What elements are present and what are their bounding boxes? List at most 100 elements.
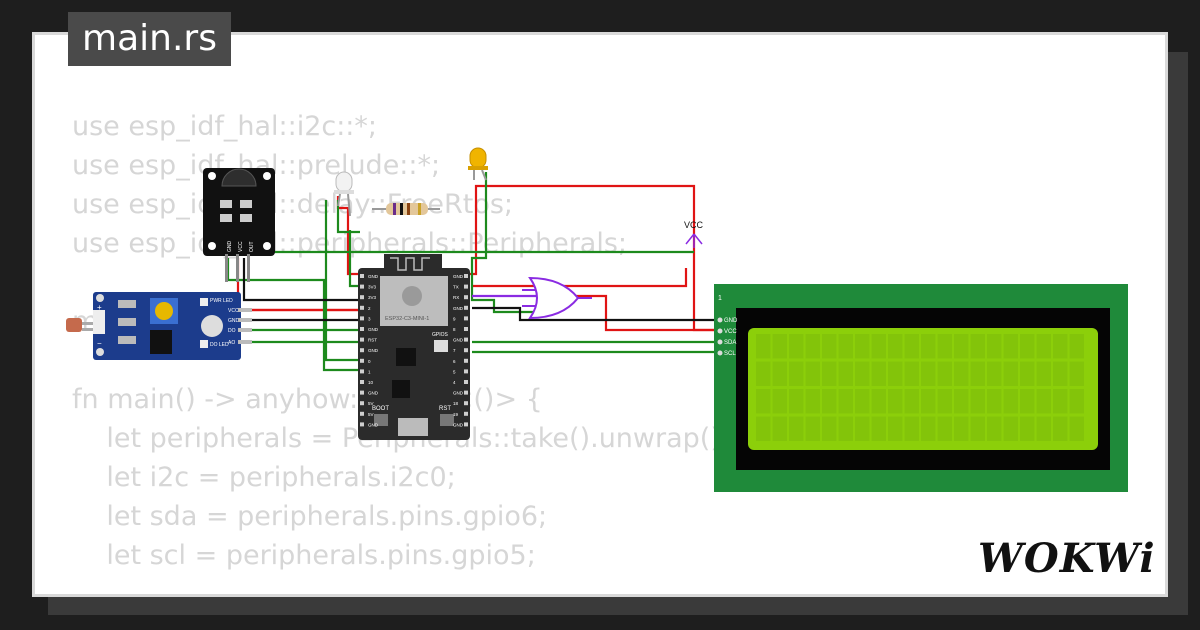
- mcu-pin[interactable]: [360, 401, 364, 406]
- led-yellow[interactable]: [468, 147, 488, 181]
- mcu-pin-label: GND: [368, 391, 379, 396]
- resistor[interactable]: [372, 203, 440, 215]
- lcd-cell: [921, 334, 936, 359]
- wire-black[interactable]: [472, 306, 722, 322]
- lcd-cell: [855, 334, 870, 359]
- lcd-cell: [855, 389, 870, 414]
- wire-green[interactable]: [470, 172, 536, 314]
- mcu-pin[interactable]: [464, 316, 468, 321]
- lcd-display[interactable]: 1 GND VCC SDA SCL: [714, 284, 1128, 492]
- or-gate[interactable]: [522, 276, 592, 320]
- wire-red[interactable]: [472, 268, 688, 288]
- lcd-cell: [987, 416, 1002, 441]
- mcu-pin-label: GND: [368, 274, 379, 279]
- mcu-pin-label: 10: [368, 380, 374, 385]
- mcu-pin-label: 5V: [368, 401, 374, 406]
- lcd-cell: [1020, 334, 1035, 359]
- wire-green[interactable]: [348, 230, 360, 288]
- mcu-pin[interactable]: [464, 380, 468, 384]
- lcd-cell: [1036, 361, 1051, 386]
- lcd-cell: [1069, 334, 1084, 359]
- mcu-pin-label: RX: [453, 295, 459, 300]
- esp32-c3-board[interactable]: ESP32-C3-MINI-1 GPIOS BOOT RST GND3V33V3…: [358, 254, 470, 440]
- mcu-pin[interactable]: [464, 411, 468, 416]
- lcd-cell: [904, 361, 919, 386]
- lcd-pin-label: GND: [724, 318, 738, 324]
- mcu-pin[interactable]: [360, 284, 364, 289]
- wire-green[interactable]: [324, 200, 360, 362]
- lcd-cell: [987, 334, 1002, 359]
- mcu-pin[interactable]: [464, 369, 468, 374]
- mcu-pin[interactable]: [464, 327, 468, 331]
- mcu-pin[interactable]: [464, 348, 468, 353]
- mcu-pin-label: GND: [453, 391, 464, 396]
- lcd-cell: [954, 416, 969, 441]
- mcu-pin[interactable]: [360, 369, 364, 374]
- lcd-cell: [871, 334, 886, 359]
- lcd-cell: [1036, 389, 1051, 414]
- svg-text:+: +: [97, 303, 102, 312]
- lcd-cell: [937, 334, 952, 359]
- mcu-pin-label: 6: [453, 359, 456, 364]
- mcu-pin-label: TX: [453, 285, 459, 290]
- wire-red[interactable]: [336, 184, 722, 332]
- mcu-pin[interactable]: [360, 316, 364, 321]
- ldr-sensor-module[interactable]: + − PWR LED DO LED VCC GND DO AO: [66, 292, 252, 360]
- mcu-pin-label: 3V3: [368, 295, 377, 300]
- mcu-pin[interactable]: [464, 295, 468, 300]
- mcu-pin[interactable]: [464, 305, 468, 310]
- lcd-cell: [822, 334, 837, 359]
- ldr-pin-label: GND: [228, 318, 240, 324]
- led-white[interactable]: [334, 171, 354, 217]
- lcd-cell: [1003, 389, 1018, 414]
- mcu-pin[interactable]: [464, 284, 468, 289]
- mcu-pin[interactable]: [360, 295, 364, 300]
- lcd-character-grid: [756, 334, 1084, 441]
- lcd-cell: [970, 334, 985, 359]
- ir-receiver-module[interactable]: GND VCC OUT: [203, 168, 275, 282]
- mcu-pin[interactable]: [360, 422, 364, 427]
- lcd-cell: [1003, 334, 1018, 359]
- mcu-pin[interactable]: [360, 348, 364, 353]
- lcd-cell: [1053, 361, 1068, 386]
- code-line: let sda = peripherals.pins.gpio6;: [72, 501, 548, 532]
- mcu-pin[interactable]: [360, 411, 364, 416]
- mcu-pin[interactable]: [464, 337, 468, 342]
- mcu-pin[interactable]: [360, 358, 364, 363]
- file-tab[interactable]: main.rs: [68, 12, 231, 66]
- wire-black[interactable]: [242, 258, 360, 302]
- lcd-cell: [970, 389, 985, 414]
- lcd-cell: [838, 389, 853, 414]
- mcu-pin[interactable]: [360, 327, 364, 331]
- mcu-pin[interactable]: [360, 390, 364, 395]
- mcu-pin[interactable]: [360, 380, 364, 384]
- mcu-pin[interactable]: [360, 337, 364, 342]
- mcu-pin[interactable]: [360, 274, 364, 278]
- code-line: let i2c = peripherals.i2c0;: [72, 462, 456, 493]
- mcu-pin-label: 0: [368, 359, 371, 364]
- lcd-cell: [888, 361, 903, 386]
- ldr-led-label: DO LED: [210, 342, 229, 348]
- mcu-pin-label: 18: [453, 401, 459, 406]
- lcd-cell: [822, 416, 837, 441]
- mcu-label: ESP32-C3-MINI-1: [385, 316, 429, 322]
- wire-red[interactable]: [236, 258, 360, 312]
- mcu-pin[interactable]: [464, 274, 468, 278]
- lcd-cell: [1069, 361, 1084, 386]
- wire-red[interactable]: [576, 294, 722, 332]
- lcd-cell: [871, 389, 886, 414]
- mcu-pin[interactable]: [464, 390, 468, 395]
- mcu-pin[interactable]: [464, 358, 468, 363]
- lcd-cell: [1069, 389, 1084, 414]
- lcd-cell: [1003, 416, 1018, 441]
- mcu-pin[interactable]: [464, 401, 468, 406]
- lcd-cell: [789, 361, 804, 386]
- vcc-marker: VCC: [684, 220, 704, 248]
- mcu-pin-label: 7: [453, 348, 456, 353]
- mcu-pin[interactable]: [360, 305, 364, 310]
- lcd-cell: [855, 361, 870, 386]
- vcc-label: VCC: [684, 220, 704, 230]
- mcu-pin[interactable]: [464, 422, 468, 427]
- wire-green[interactable]: [336, 200, 360, 234]
- lcd-cell: [756, 361, 771, 386]
